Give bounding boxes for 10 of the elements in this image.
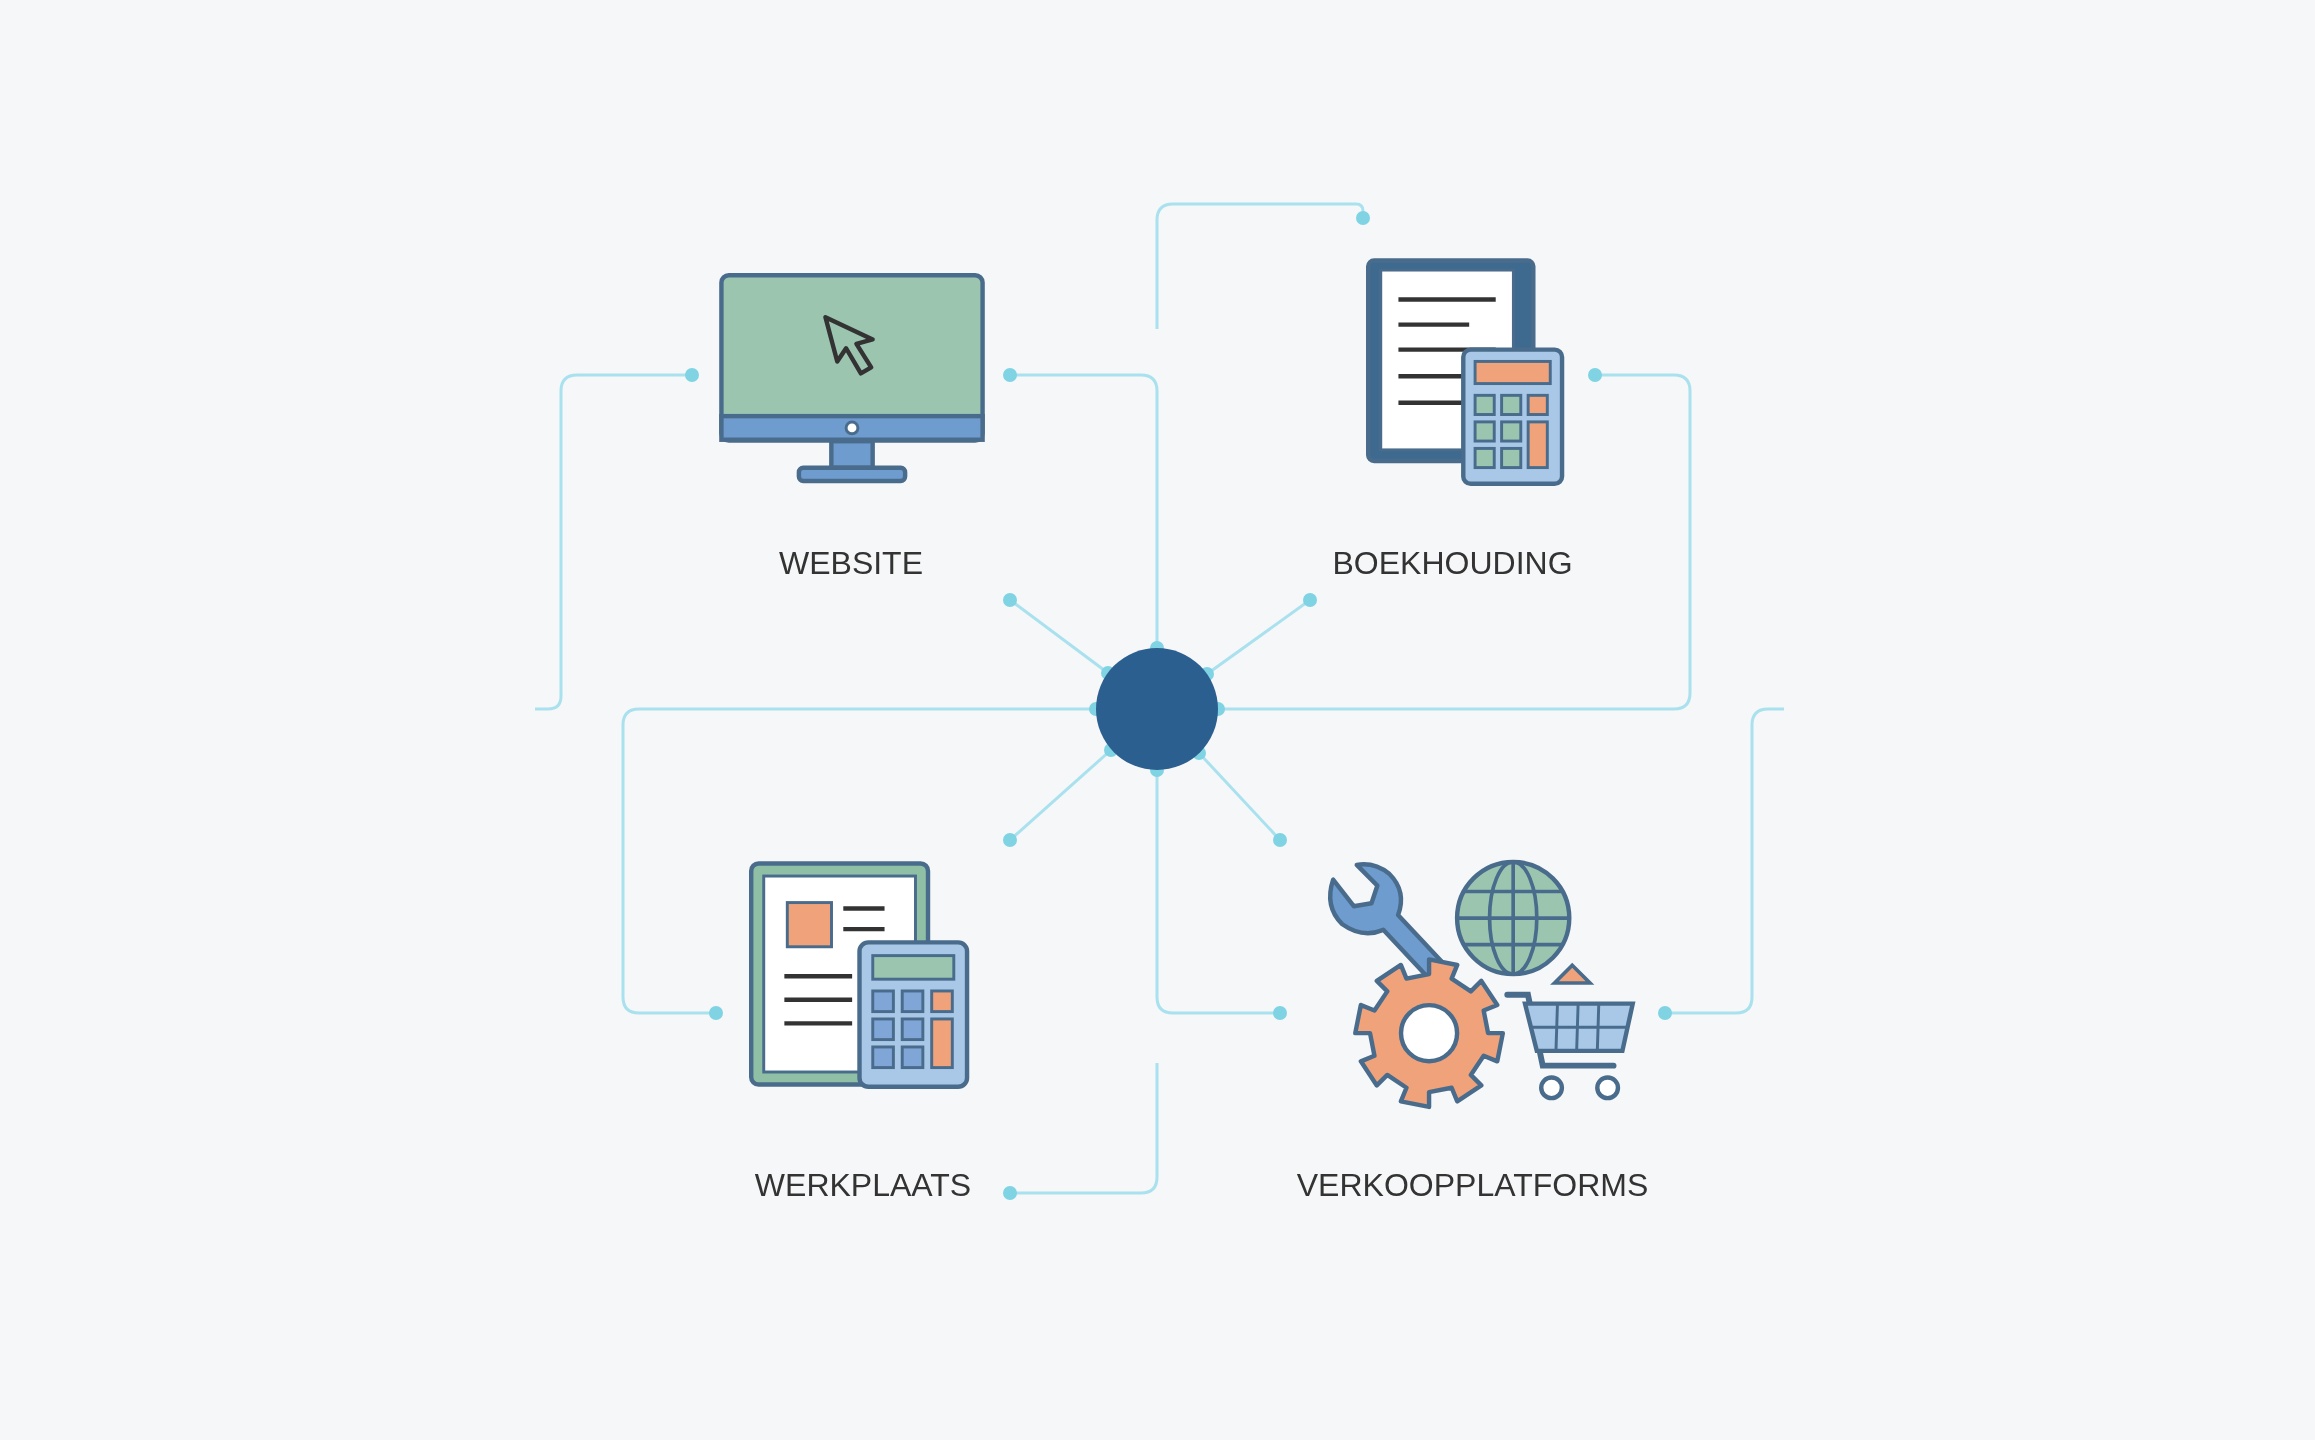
connector-line bbox=[1192, 746, 1287, 847]
connector-line bbox=[1155, 202, 1370, 329]
node-label: WERKPLAATS bbox=[753, 1167, 973, 1204]
node-label: WEBSITE bbox=[778, 545, 924, 582]
connector-line bbox=[535, 368, 699, 711]
connector-line bbox=[1003, 743, 1118, 847]
connector-line bbox=[1658, 707, 1784, 1020]
node-label: VERKOOPPLATFORMS bbox=[1295, 1167, 1650, 1204]
node-label: BOEKHOUDING bbox=[1331, 545, 1574, 582]
connector-line bbox=[1003, 1063, 1159, 1200]
